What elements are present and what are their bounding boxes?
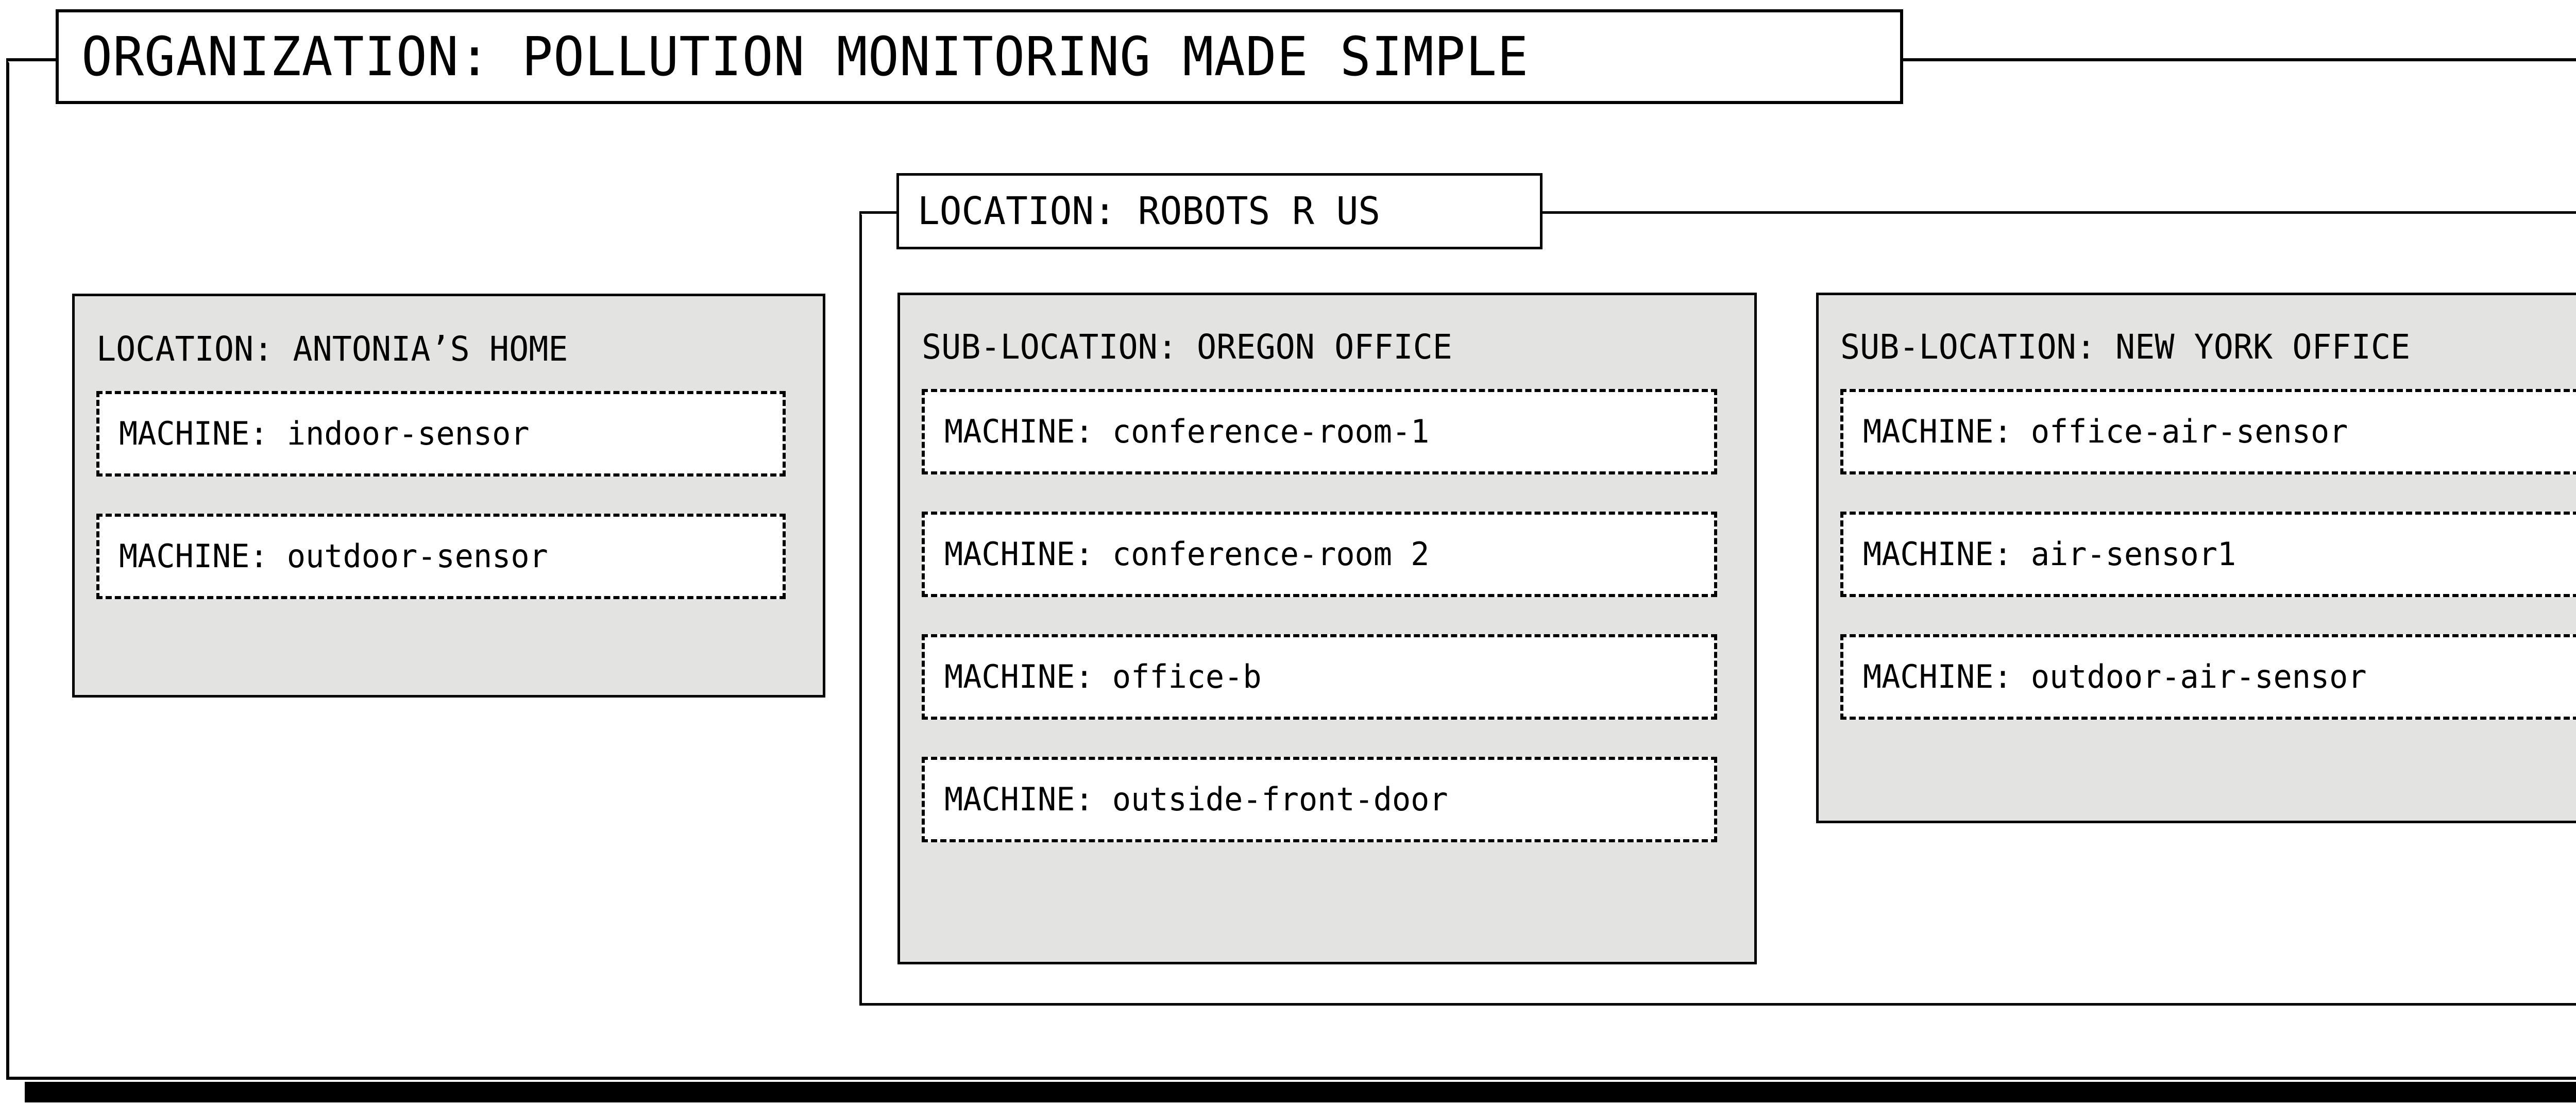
machine-box-conference-room-1[interactable]: MACHINE: conference-room-1 — [922, 389, 1717, 474]
organization-title-label: ORGANIZATION: POLLUTION MONITORING MADE … — [81, 25, 1529, 88]
machine-box-air-sensor1[interactable]: MACHINE: air-sensor1 — [1840, 512, 2576, 597]
machine-label-office-air-sensor: MACHINE: office-air-sensor — [1863, 413, 2348, 450]
machine-label-outdoor-sensor: MACHINE: outdoor-sensor — [119, 537, 548, 575]
machine-label-outside-front-door: MACHINE: outside-front-door — [944, 780, 1448, 818]
location-frame-robots-r-us — [859, 212, 2576, 1006]
organization-frame — [6, 60, 2576, 1080]
sublocation-panel-oregon-office: SUB-LOCATION: OREGON OFFICE MACHINE: con… — [897, 293, 1757, 964]
machine-box-indoor-sensor[interactable]: MACHINE: indoor-sensor — [96, 391, 786, 477]
machine-label-outdoor-air-sensor: MACHINE: outdoor-air-sensor — [1863, 658, 2367, 695]
organization-title-box: ORGANIZATION: POLLUTION MONITORING MADE … — [56, 9, 1903, 104]
organization-frame-top-right-segment — [1903, 58, 2576, 61]
machine-box-conference-room-2[interactable]: MACHINE: conference-room 2 — [922, 512, 1717, 597]
location-title-box-robots-r-us: LOCATION: ROBOTS R US — [896, 173, 1543, 249]
machine-label-air-sensor1: MACHINE: air-sensor1 — [1863, 535, 2236, 573]
location-frame-top-left-segment — [859, 211, 899, 214]
machine-box-outdoor-air-sensor[interactable]: MACHINE: outdoor-air-sensor — [1840, 634, 2576, 720]
location-panel-antonias-home: LOCATION: ANTONIA’S HOME MACHINE: indoor… — [72, 294, 825, 698]
machine-box-outdoor-sensor[interactable]: MACHINE: outdoor-sensor — [96, 514, 786, 599]
location-title-antonias-home: LOCATION: ANTONIA’S HOME — [96, 329, 568, 369]
machine-box-outside-front-door[interactable]: MACHINE: outside-front-door — [922, 757, 1717, 842]
location-frame-top-right-segment — [1543, 211, 2576, 214]
organization-frame-shadow-bottom — [25, 1082, 2576, 1102]
machine-box-office-b[interactable]: MACHINE: office-b — [922, 634, 1717, 720]
machine-box-office-air-sensor[interactable]: MACHINE: office-air-sensor — [1840, 389, 2576, 474]
machine-label-office-b: MACHINE: office-b — [944, 658, 1262, 695]
machine-label-conference-room-1: MACHINE: conference-room-1 — [944, 413, 1430, 450]
sublocation-panel-new-york-office: SUB-LOCATION: NEW YORK OFFICE MACHINE: o… — [1816, 293, 2576, 823]
sublocation-title-oregon-office: SUB-LOCATION: OREGON OFFICE — [922, 327, 1452, 367]
machine-label-indoor-sensor: MACHINE: indoor-sensor — [119, 415, 530, 452]
sublocation-title-new-york-office: SUB-LOCATION: NEW YORK OFFICE — [1840, 327, 2411, 367]
location-title-robots-r-us: LOCATION: ROBOTS R US — [918, 189, 1381, 233]
organization-frame-top-left-segment — [6, 58, 56, 61]
machine-label-conference-room-2: MACHINE: conference-room 2 — [944, 535, 1430, 573]
